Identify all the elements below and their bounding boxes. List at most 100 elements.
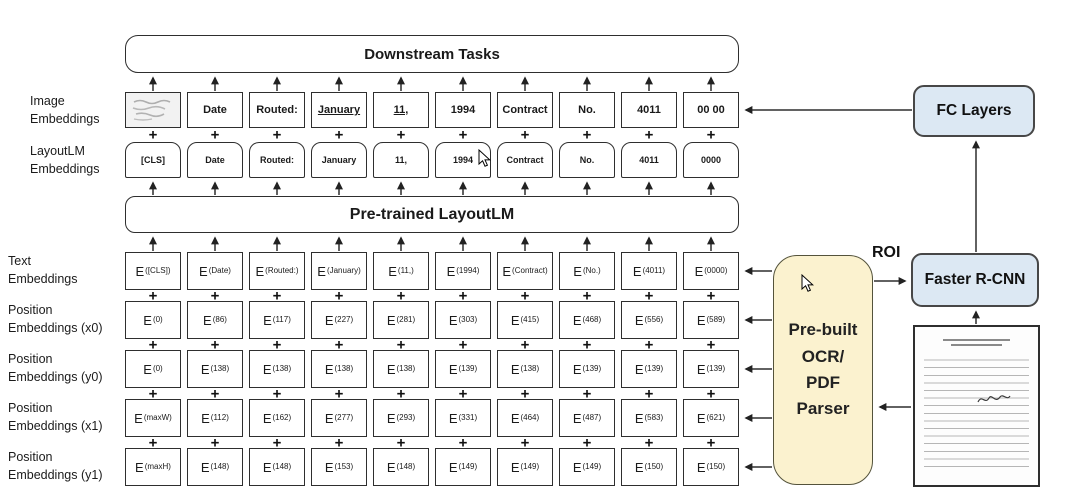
layoutlm-token-cell: January [311,142,367,178]
plus-sign: + [210,126,220,144]
layoutlm-token-cell: Routed: [249,142,305,178]
pos-y0-embedding-cell: E(138) [373,350,429,388]
plus-sign: + [210,336,220,353]
pos-x0-embedding-cell: E(86) [187,301,243,339]
pos-y0-embedding-cell: E(138) [311,350,367,388]
pos-x0-embedding-cell: E(0) [125,301,181,339]
plus-sign: + [644,385,654,402]
plus-sign: + [272,126,282,144]
document-title-line [951,344,1002,346]
image-token-cell: Date [187,92,243,128]
layoutlm-token-cell: [CLS] [125,142,181,178]
pos-y1-embedding-cell: E(150) [683,448,739,486]
layoutlm-token-cell: No. [559,142,615,178]
label-image-embeddings: Image Embeddings [30,94,100,126]
plus-sign: + [644,336,654,353]
pos-x1-embedding-cell: E(162) [249,399,305,437]
pos-y0-embedding-cell: E(139) [435,350,491,388]
plus-sign: + [334,126,344,144]
text-embedding-cell: E(0000) [683,252,739,290]
document-title-line [943,339,1010,341]
pos-x0-embedding-cell: E(556) [621,301,677,339]
label-position-embeddings-x0: Position Embeddings (x0) [8,303,103,335]
plus-sign: + [396,287,406,304]
prebuilt-ocr-pdf-parser-box: Pre-built OCR/ PDF Parser [773,255,873,485]
text-embedding-cell: E([CLS]) [125,252,181,290]
pos-x1-embedding-cell: E(583) [621,399,677,437]
plus-sign: + [520,126,530,144]
pos-y1-embedding-cell: E(148) [187,448,243,486]
text-embedding-cell: E(Routed:) [249,252,305,290]
plus-sign: + [706,336,716,353]
pos-y1-embedding-cell: E(148) [249,448,305,486]
image-token-cell: Routed: [249,92,305,128]
image-token-cell: Contract [497,92,553,128]
faster-rcnn-box: Faster R-CNN [911,253,1039,307]
text-embedding-cell: E(4011) [621,252,677,290]
pos-y0-embedding-cell: E(139) [559,350,615,388]
plus-sign: + [582,385,592,402]
text-embedding-cell: E(Date) [187,252,243,290]
image-token-cell: No. [559,92,615,128]
plus-sign: + [458,385,468,402]
plus-sign: + [706,434,716,451]
pos-x0-embedding-cell: E(281) [373,301,429,339]
plus-sign: + [520,434,530,451]
pos-x1-embedding-cell: E(maxW) [125,399,181,437]
plus-sign: + [520,287,530,304]
label-layoutlm-embeddings: LayoutLM Embeddings [30,144,100,176]
pos-y1-embedding-cell: E(149) [559,448,615,486]
document-image [913,325,1040,487]
plus-sign: + [458,126,468,144]
signature-scribble-icon [977,395,1011,403]
plus-sign: + [396,385,406,402]
image-token-cell: January [311,92,367,128]
pos-x1-embedding-cell: E(621) [683,399,739,437]
pos-y0-embedding-cell: E(138) [249,350,305,388]
plus-sign: + [210,287,220,304]
plus-sign: + [272,336,282,353]
plus-sign: + [644,126,654,144]
plus-sign: + [644,287,654,304]
image-token-cell: 1994 [435,92,491,128]
plus-sign: + [334,287,344,304]
plus-sign: + [582,434,592,451]
pos-x0-embedding-cell: E(227) [311,301,367,339]
plus-sign: + [396,434,406,451]
text-embedding-cell: E(Contract) [497,252,553,290]
plus-sign: + [334,336,344,353]
plus-sign: + [210,385,220,402]
plus-sign: + [582,126,592,144]
text-embedding-cell: E(11,) [373,252,429,290]
pos-y0-embedding-cell: E(139) [683,350,739,388]
thumbnail-scribble-icon [132,99,171,121]
plus-sign: + [148,336,158,353]
plus-sign: + [644,434,654,451]
pos-y0-embedding-cell: E(138) [497,350,553,388]
image-token-cell: 4011 [621,92,677,128]
layoutlm-token-cell: Contract [497,142,553,178]
plus-sign: + [272,434,282,451]
mouse-cursor-icon [478,149,491,167]
layoutlm-token-cell: 0000 [683,142,739,178]
pos-x1-embedding-cell: E(293) [373,399,429,437]
plus-sign: + [706,385,716,402]
plus-sign: + [520,385,530,402]
text-embedding-cell: E(No.) [559,252,615,290]
pos-y1-embedding-cell: E(148) [373,448,429,486]
label-position-embeddings-y1: Position Embeddings (y1) [8,450,103,482]
plus-sign: + [148,287,158,304]
plus-sign: + [458,287,468,304]
plus-sign: + [334,434,344,451]
pos-x1-embedding-cell: E(464) [497,399,553,437]
label-text-embeddings: Text Embeddings [8,254,78,286]
image-token-cell: 11, [373,92,429,128]
text-embedding-cell: E(January) [311,252,367,290]
pos-y1-embedding-cell: E(149) [435,448,491,486]
text-embedding-cell: E(1994) [435,252,491,290]
label-position-embeddings-x1: Position Embeddings (x1) [8,401,103,433]
plus-sign: + [148,434,158,451]
pos-x1-embedding-cell: E(277) [311,399,367,437]
pos-x1-embedding-cell: E(487) [559,399,615,437]
layoutlm-token-cell: Date [187,142,243,178]
